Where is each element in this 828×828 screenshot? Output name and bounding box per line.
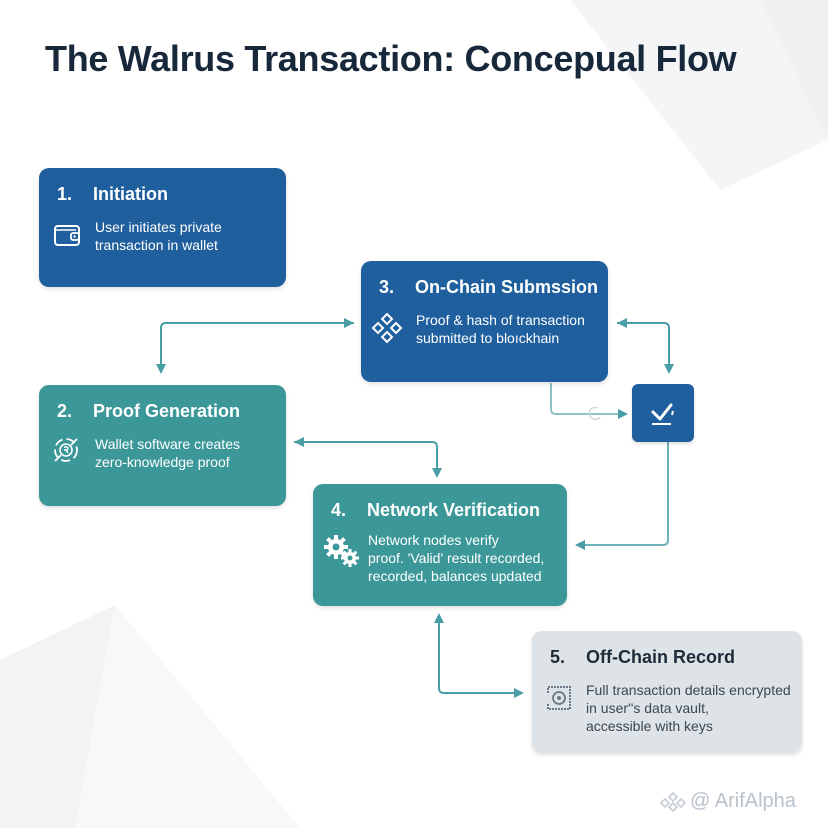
step-description: Network nodes verify proof. 'Valid' resu… [368,532,545,584]
step-description: Full transaction details encrypted in us… [586,682,791,734]
binance-logo-icon [660,791,686,812]
connector-3-check [617,322,674,374]
gears-icon [324,535,359,567]
step-number: 4. [331,500,347,520]
step-heading: 1. Initiation [57,184,168,205]
step-card-proof-generation[interactable]: 2. Proof Generation Wallet software creat… [39,385,286,506]
zk-proof-icon [54,438,78,462]
step-card-off-chain-record[interactable]: 5. Off-Chain Record Full transaction deta… [532,631,802,753]
validation-node[interactable] [632,384,694,442]
step-card-on-chain-submission[interactable]: 3. On-Chain Submssion Proof & hash of tra… [361,261,608,382]
connector-2-3 [156,322,354,374]
step-number: 3. [379,277,395,297]
checkmark-icon [651,403,674,425]
step-description: Proof & hash of transaction submitted to… [416,312,585,346]
page-title: The Walrus Transaction: Concepual Flow [45,38,737,79]
watermark-text: @ ArifAlpha [690,790,796,812]
blockchain-nodes-icon [371,312,403,344]
step-title: Off-Chain Record [586,647,736,667]
data-vault-icon [547,686,571,710]
step-number: 5. [550,647,566,667]
step-title: Initiation [93,184,168,204]
step-title: Proof Generation [93,401,241,421]
step-heading: 2. Proof Generation [57,401,240,422]
watermark: @ ArifAlpha [660,790,796,813]
step-heading: 3. On-Chain Submssion [379,277,598,298]
connector-4-5-b [438,680,524,698]
connector-3-to-check-side [550,383,628,419]
step-number: 2. [57,401,73,421]
wallet-icon [54,225,80,246]
connector-2-4 [294,441,442,478]
step-card-network-verification[interactable]: 4. Network Verification Network nodes ver… [313,484,567,606]
step-description: Wallet software creates zero-knowledge p… [95,436,240,470]
step-card-initiation[interactable]: 1. Initiation User initiates private tran… [39,168,286,287]
refresh-icon [588,406,601,421]
connector-check-4 [575,442,669,550]
step-number: 1. [57,184,73,204]
step-title: On-Chain Submssion [415,277,599,297]
step-heading: 5. Off-Chain Record [550,647,735,668]
step-description: User initiates private transaction in wa… [95,219,222,253]
step-title: Network Verification [367,500,541,520]
step-heading: 4. Network Verification [331,500,540,521]
